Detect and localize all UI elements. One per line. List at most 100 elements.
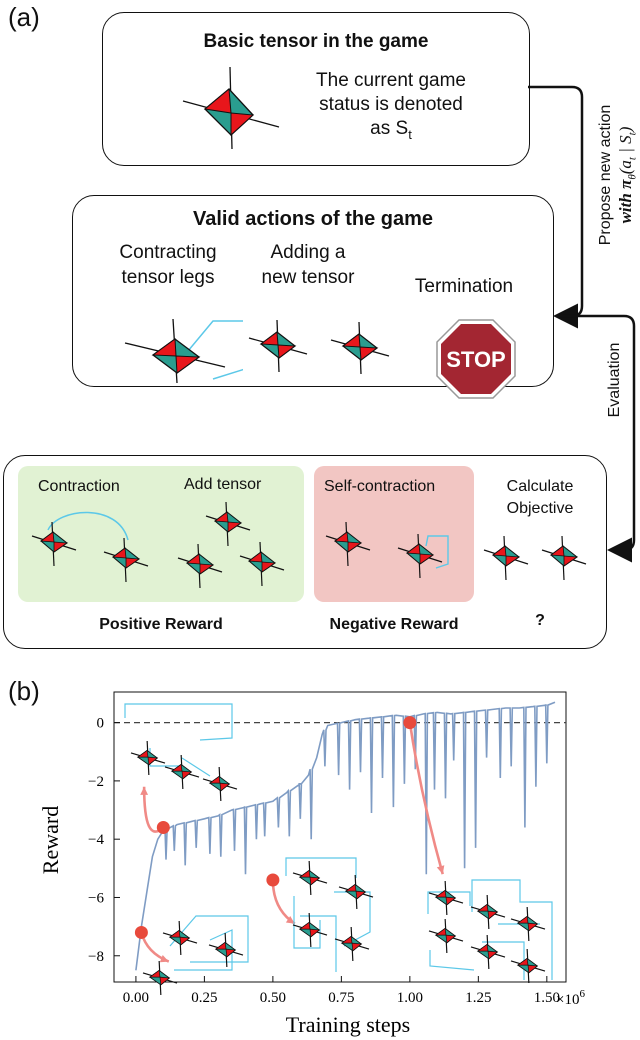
x-tick-label: 0.00: [123, 990, 149, 1006]
rewards-box: Contraction Add tensor Self-contraction …: [3, 455, 607, 649]
objective-example-a: [483, 535, 529, 581]
add-tensor-example-a: [205, 501, 251, 547]
plot-frame: [113, 691, 567, 983]
propose-line2-sub: θ: [626, 174, 639, 180]
snapshot-tensor: [292, 860, 328, 896]
self-contraction-example-a: [325, 521, 371, 567]
flow-arrows: [528, 85, 636, 563]
evaluation-label: Evaluation: [606, 342, 623, 418]
state-marker: [266, 873, 280, 887]
snapshot-tensor: [510, 906, 546, 942]
propose-line2-bar-sub: t: [626, 132, 639, 136]
adding-label-line2: new tensor: [261, 267, 355, 288]
snapshot-tensor: [292, 912, 328, 948]
valid-actions-title: Valid actions of the game: [192, 208, 434, 230]
y-tick-label: −8: [88, 949, 104, 965]
x-multiplier: ×106: [556, 988, 585, 1008]
snapshot-arrow-3: [271, 879, 296, 925]
propose-action-line1: Propose new action: [597, 104, 614, 246]
stop-sign-text: STOP: [446, 347, 506, 372]
propose-line2-prefix: with π: [616, 179, 635, 224]
objective-example-icon: [483, 535, 587, 581]
add-tensor-example-b: [177, 543, 223, 589]
snapshot-arrow-2-head: [140, 786, 149, 795]
calculate-objective-line2: Objective: [506, 500, 574, 517]
contraction-example-tensor-b: [103, 537, 149, 583]
propose-action-line2: with πθ(at | St): [616, 50, 640, 300]
y-tick-label: −4: [88, 832, 104, 848]
contraction-example-tensor-a: [31, 521, 77, 567]
snapshot-bonds-late: [427, 879, 553, 980]
snapshot-tensor: [470, 894, 506, 930]
calculate-objective-line1: Calculate: [506, 478, 574, 495]
termination-label: Termination: [414, 276, 514, 297]
propose-arrow: [528, 85, 584, 329]
game-status-text: The current game status is denoted as St: [273, 69, 509, 147]
snapshot-tensor: [470, 934, 506, 970]
stop-sign-icon: STOP: [436, 319, 516, 399]
snapshot-tensor: [164, 754, 200, 790]
x-tick-label: 0.75: [328, 990, 354, 1006]
contracting-legs-icon: [124, 318, 243, 384]
positive-reward-region: [18, 466, 304, 602]
snapshot-arrow-3-head: [285, 915, 295, 924]
propose-line2-args: (a: [616, 160, 635, 175]
game-status-line1: The current game: [316, 70, 466, 91]
state-marker: [156, 821, 170, 835]
game-status-line3: as St: [273, 117, 509, 147]
y-tick-label: −2: [88, 774, 104, 790]
contraction-label: Contraction: [38, 478, 120, 495]
snapshot-arrow-4-head: [436, 865, 445, 875]
self-contraction-example-b: [397, 533, 449, 579]
x-multiplier-exp: 6: [579, 988, 585, 1000]
calculate-objective-label: Calculate Objective: [480, 476, 600, 520]
reward-curve: [135, 701, 556, 971]
self-contraction-label: Self-contraction: [324, 478, 436, 495]
positive-reward-label: Positive Reward: [99, 616, 223, 633]
snapshot-tensor: [510, 948, 546, 984]
valid-actions-box: Valid actions of the game Contracting te…: [72, 195, 554, 399]
contracting-label: Contracting tensor legs: [93, 240, 243, 290]
negative-reward-region: [314, 466, 474, 602]
adding-tensor-first: [248, 319, 308, 373]
snapshot-tensor: [428, 880, 464, 916]
x-tick-label: 1.50: [534, 990, 560, 1006]
snapshot-arrow-1-head: [159, 954, 169, 963]
panel-b-label: (b): [8, 676, 40, 706]
contracting-label-line2: tensor legs: [121, 267, 215, 288]
y-axis-label: Reward: [38, 806, 63, 874]
basic-tensor-icon: [182, 66, 280, 150]
adding-tensor-second: [330, 321, 390, 375]
evaluation-arrow: [560, 314, 636, 563]
add-tensor-example-icon: [177, 501, 285, 589]
snapshot-tensor: [202, 766, 238, 802]
adding-tensor-icon: [248, 319, 390, 375]
game-status-line2: status is denoted: [319, 94, 463, 115]
adding-label: Adding a new tensor: [233, 240, 383, 290]
snapshot-arrow-4: [408, 722, 444, 875]
panel-a-label: (a): [8, 2, 40, 32]
basic-tensor-box: Basic tensor in the game The current gam…: [102, 12, 530, 166]
snapshot-tensor: [142, 960, 178, 996]
snapshot-tensor: [208, 932, 244, 968]
snapshot-tensor: [428, 918, 464, 954]
snapshot-bonds-mid: [285, 857, 371, 972]
x-tick-label: 0.25: [191, 990, 217, 1006]
adding-label-line1: Adding a: [270, 242, 346, 263]
self-contraction-example-icon: [325, 521, 449, 579]
y-tick-label: −6: [88, 890, 104, 906]
contraction-example-icon: [31, 511, 149, 583]
y-tick-label: 0: [97, 716, 105, 732]
game-status-line3-prefix: as S: [370, 118, 409, 139]
propose-line2-bar: | S: [616, 135, 635, 157]
objective-example-b: [541, 535, 587, 581]
x-multiplier-base: ×10: [556, 992, 579, 1008]
negative-reward-label: Negative Reward: [329, 616, 459, 633]
add-tensor-label: Add tensor: [184, 476, 262, 493]
snapshot-bonds-early: [124, 703, 233, 777]
state-marker: [134, 925, 148, 939]
propose-line2-close: ): [616, 126, 635, 133]
snapshot-tensor: [162, 920, 198, 956]
x-tick-label: 0.50: [260, 990, 286, 1006]
propose-line2-args-sub: t: [626, 157, 639, 161]
